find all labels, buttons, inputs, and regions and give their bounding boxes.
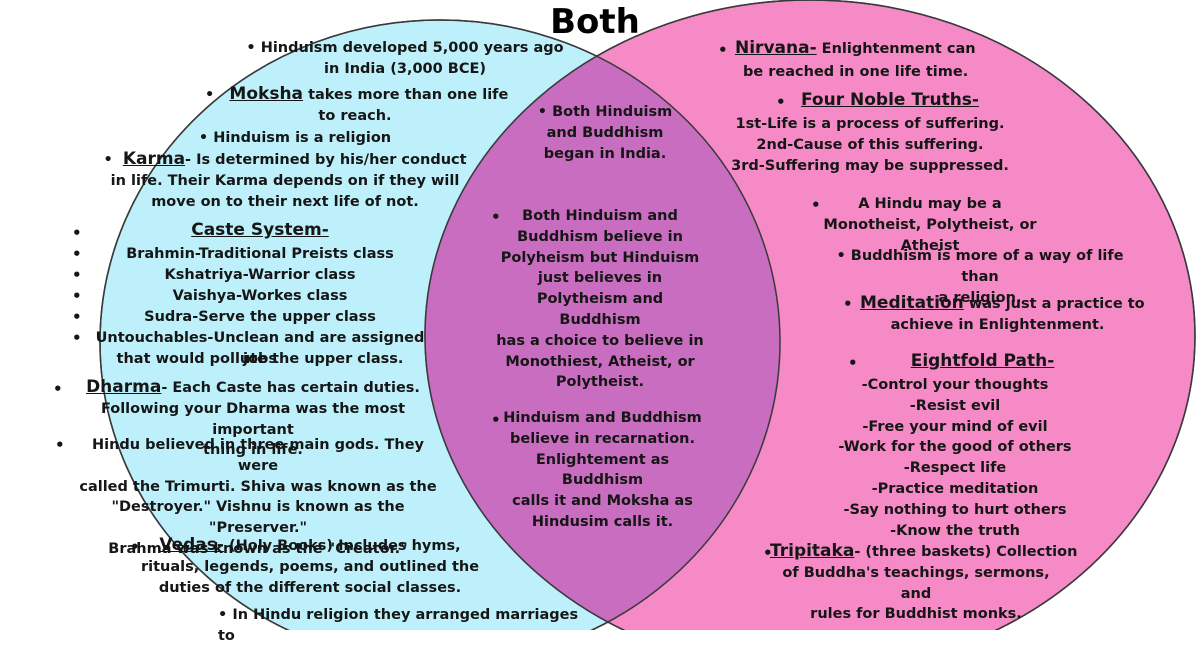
eightfold-path-heading: Eightfold Path- [910,351,1055,371]
marriage-note: • In Hindu religion they arranged marria… [218,607,579,644]
caste-item-continued: that would pollute the upper class. [116,351,404,367]
vedas-term: Vedas- [159,535,224,555]
caste-item: Kshatriya-Warrior class [164,267,356,283]
venn-diagram [99,0,1196,630]
meditation-term: Meditation [860,293,964,313]
four-noble-truths-heading: Four Noble Truths- [801,90,979,110]
caste-item: Untouchables-Unclean and are assigned jo… [95,330,425,367]
moksha-term: Moksha [229,84,304,104]
hinduism-origin-note: • Hinduism developed 5,000 years ago in … [246,40,564,77]
hinduism-religion-note: • Hinduism is a religion [198,130,392,146]
tripitaka-term: Tripitaka [770,541,855,561]
caste-item: Vaishya-Workes class [172,288,348,304]
dharma-term: Dharma [86,377,162,397]
diagram-title: Both [550,2,640,42]
caste-item: Brahmin-Traditional Preists class [126,246,394,262]
moksha-note: • Moksha takes more than one life to rea… [205,84,509,124]
nirvana-term: Nirvana- [735,38,817,58]
caste-item: Sudra-Serve the upper class [144,309,376,325]
karma-term: Karma [122,149,186,169]
way-of-life-note: • Buddhism is more of a way of life than… [836,248,1124,306]
overlap-region [425,20,780,630]
shared-origin-note: • Both Hinduism and Buddhism began in In… [537,104,673,162]
caste-system-heading: Caste System- [191,220,329,240]
karma-note: • Karma- Is determined by his/her conduc… [103,149,467,210]
